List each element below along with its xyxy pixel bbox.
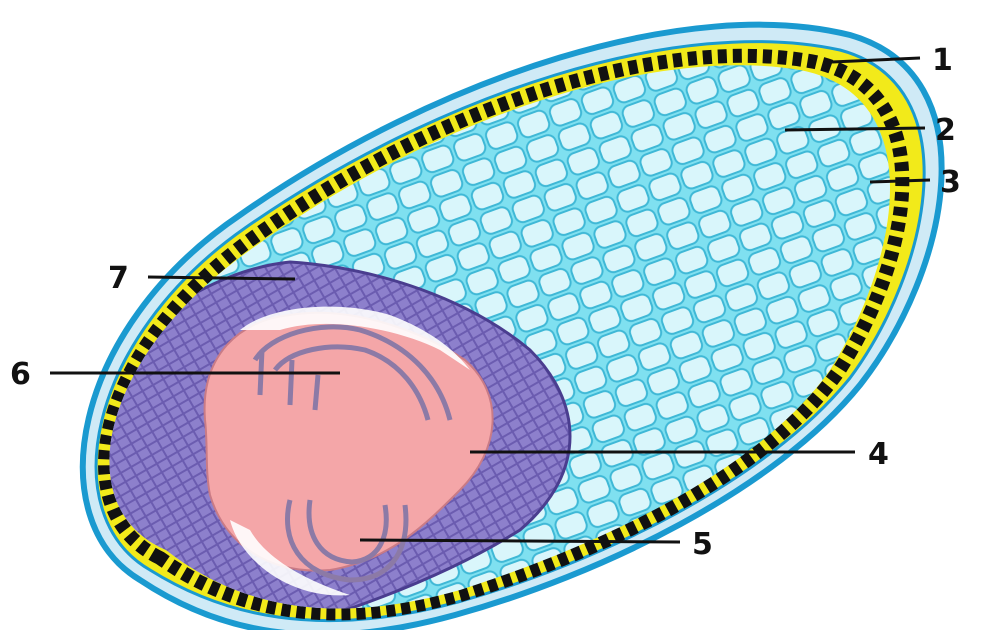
leader-line-7	[148, 277, 295, 279]
label-7: 7	[108, 261, 129, 296]
label-5: 5	[692, 527, 713, 562]
label-3: 3	[940, 165, 961, 200]
label-1: 1	[932, 43, 953, 78]
label-4: 4	[868, 437, 889, 472]
leader-line-3	[870, 180, 930, 182]
label-6: 6	[10, 357, 31, 392]
label-2: 2	[935, 113, 956, 148]
leader-line-2	[785, 128, 925, 130]
leader-line-5	[360, 540, 680, 542]
